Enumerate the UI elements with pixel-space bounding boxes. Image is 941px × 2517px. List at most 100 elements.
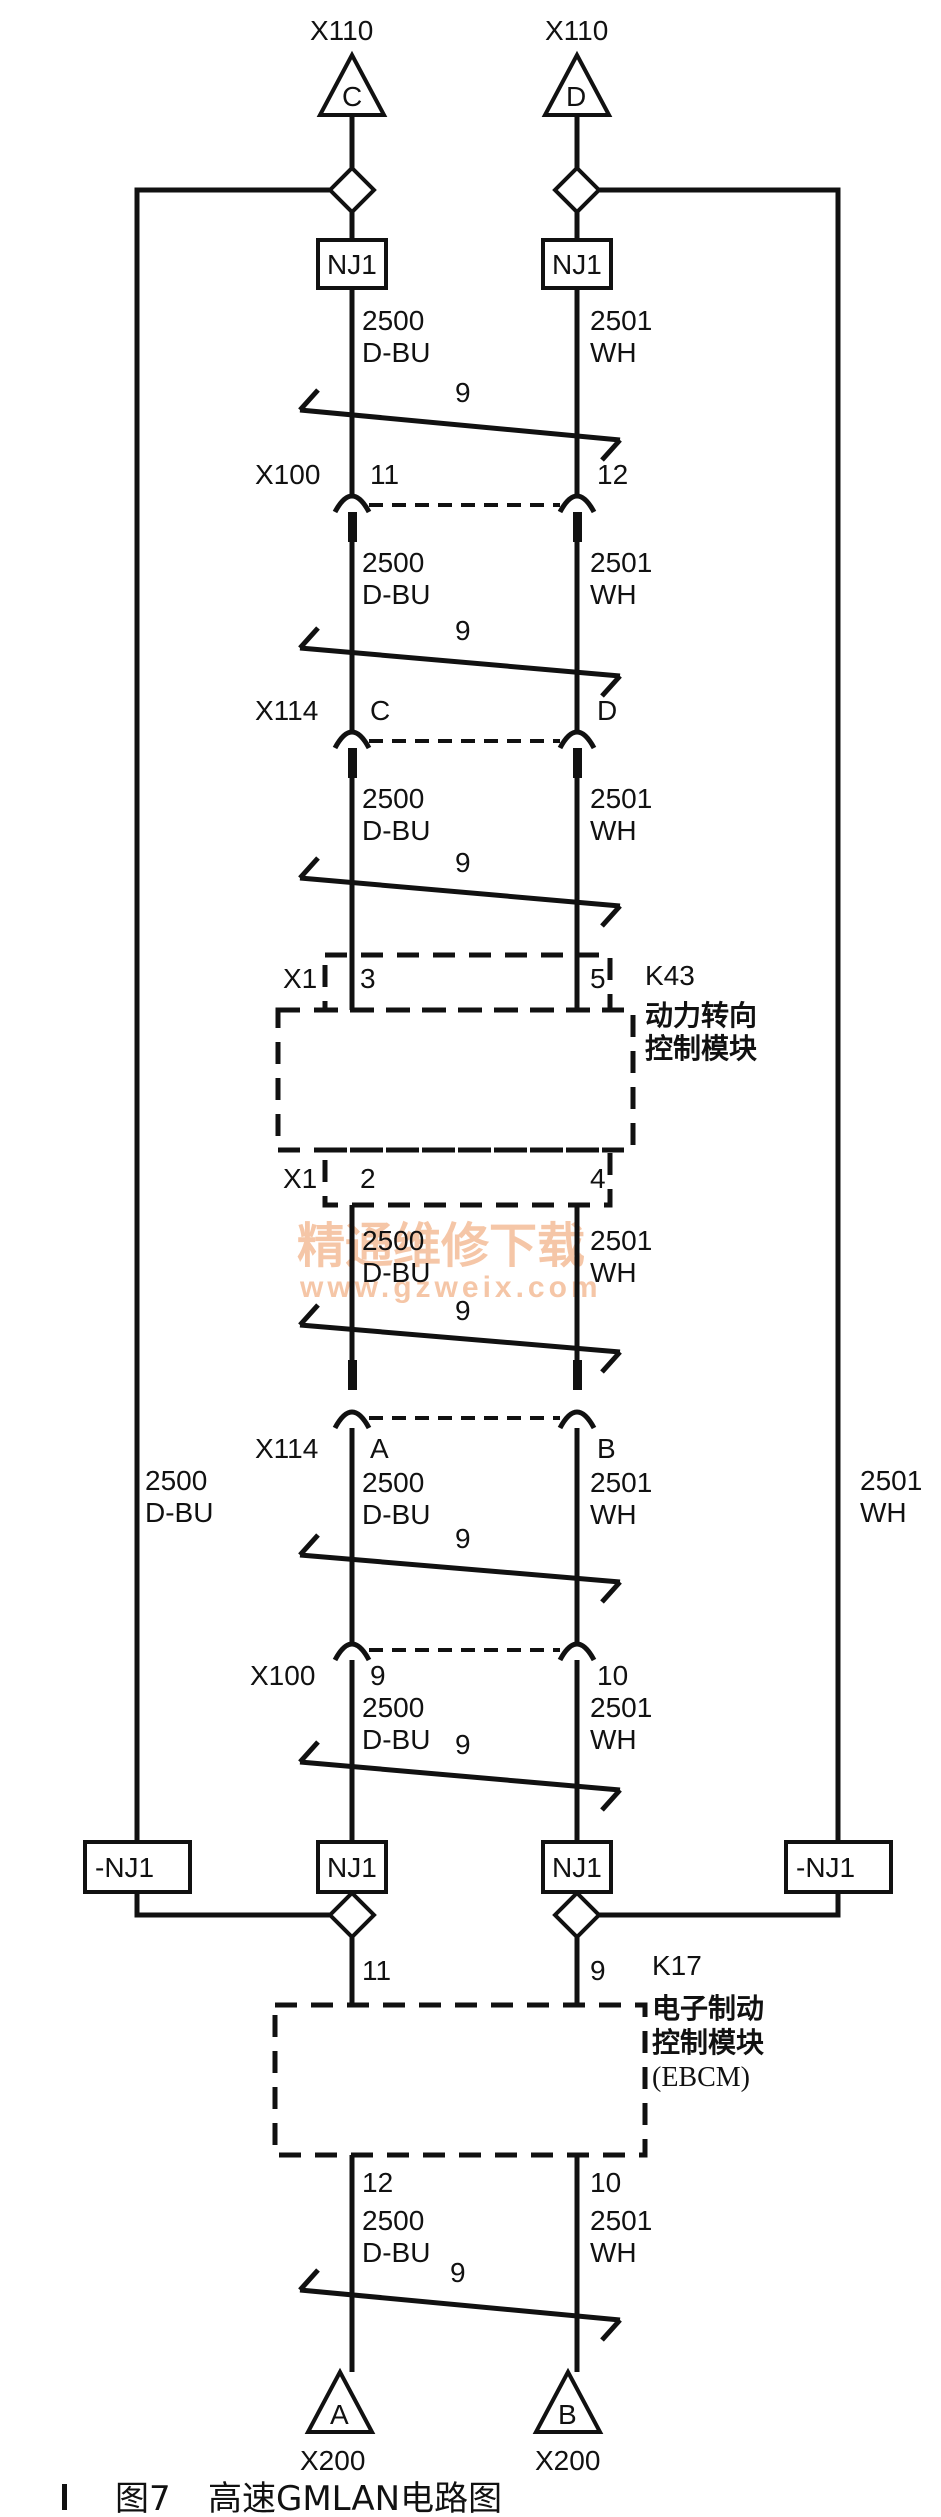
splice-diamond-icon	[552, 165, 602, 215]
twist-label: 9	[455, 1729, 471, 1760]
splice-label: NJ1	[552, 249, 602, 280]
inline-connector-name: X100	[250, 1660, 315, 1691]
connector-arc-icon	[557, 1409, 597, 1430]
connector-arc-icon	[557, 729, 597, 750]
module-name: 控制模块	[645, 1032, 757, 1065]
wire-right-outer	[598, 187, 841, 1842]
module-id: K17	[652, 1950, 702, 1981]
connector-triangle-icon	[532, 2367, 604, 2434]
pin-terminal	[573, 748, 582, 778]
splice-label: NJ1	[552, 1852, 602, 1883]
watermark-text: 精通维修下载	[297, 1218, 585, 1274]
watermark: 精通维修下载 www.gzweix.com	[297, 1218, 602, 1304]
splice-box-bottom-right	[541, 1840, 613, 1894]
wire-left-color: D-BU	[362, 1257, 430, 1288]
module-name: 控制模块	[652, 2026, 764, 2059]
wire-left-circuit: 2500	[362, 1467, 424, 1498]
wire-right-color: WH	[590, 1724, 637, 1755]
connector-arc-icon	[332, 1641, 372, 1662]
wire-right-circuit: 2501	[590, 1467, 652, 1498]
pin-terminal	[573, 512, 582, 542]
module-k43: X1 3 5 K43 动力转向 控制模块 X1 2 4	[275, 952, 757, 1208]
twisted-pair-symbol	[298, 388, 622, 462]
wire-right-circuit: 2501	[590, 1692, 652, 1723]
inline-connector-pin: A	[370, 1433, 389, 1464]
module-pin: 3	[360, 963, 376, 994]
twisted-pair-symbol	[298, 2268, 622, 2342]
top-connector-left-name: X110	[310, 15, 373, 46]
wire-right-outer-bottom	[598, 1892, 841, 1918]
splice-diamond-icon	[552, 1890, 602, 1940]
connector-arc-icon	[332, 493, 372, 514]
bottom-connector-right: B X200	[532, 2367, 604, 2476]
wire-right-circuit: 2501	[590, 2205, 652, 2236]
inline-connector-name: X114	[255, 1433, 318, 1464]
inline-connector-pin: 11	[370, 459, 399, 490]
module-pin: 4	[590, 1163, 606, 1194]
top-connector-left: X110 C	[310, 15, 388, 117]
wire-right-color: WH	[590, 1257, 637, 1288]
bottom-connector-left-name: X200	[300, 2445, 365, 2476]
wire-left-color: D-BU	[362, 2237, 430, 2268]
wire-left-outer-circuit: 2500	[145, 1465, 207, 1496]
wire-left-color: D-BU	[362, 1499, 430, 1530]
module-k17: 11 9 K17 电子制动 控制模块 (EBCM) 12 10	[272, 1950, 764, 2198]
module-body	[275, 1007, 636, 1153]
module-id: K43	[645, 960, 695, 991]
wire-left-circuit: 2500	[362, 2205, 424, 2236]
watermark-url: www.gzweix.com	[299, 1271, 602, 1304]
inline-connector-pin: B	[597, 1433, 616, 1464]
wire-right-color: WH	[590, 579, 637, 610]
splice-box-outer-right	[784, 1840, 893, 1894]
wire-left-color: D-BU	[362, 337, 430, 368]
module-pin: 2	[360, 1163, 376, 1194]
module-pin: 11	[362, 1955, 391, 1986]
connector-arc-icon	[557, 493, 597, 514]
wire-right-outer-circuit: 2501	[860, 1465, 922, 1496]
wire-right-circuit: 2501	[590, 783, 652, 814]
wire-left-color: D-BU	[362, 579, 430, 610]
module-pin: 12	[362, 2167, 393, 2198]
inline-connector-pin: C	[370, 695, 390, 726]
splice-box-outer-left	[83, 1840, 192, 1894]
pin-terminal	[348, 1360, 357, 1390]
wire-right-color: WH	[590, 815, 637, 846]
splice-label: NJ1	[327, 1852, 377, 1883]
twisted-pair-symbol	[298, 1740, 622, 1812]
module-pin: 9	[590, 1955, 606, 1986]
bottom-connector-right-pin: B	[558, 2399, 577, 2430]
splice-label: -NJ1	[796, 1852, 855, 1883]
inline-connector-pin: 9	[370, 1660, 386, 1691]
module-body	[272, 2002, 648, 2158]
wire-right-color: WH	[590, 2237, 637, 2268]
pin-terminal	[573, 1360, 582, 1390]
wire-left-circuit: 2500	[362, 783, 424, 814]
wire-left-color: D-BU	[362, 815, 430, 846]
module-pin: 10	[590, 2167, 621, 2198]
wire-left-circuit: 2500	[362, 1225, 424, 1256]
wire-left-circuit: 2500	[362, 305, 424, 336]
twist-label: 9	[455, 1523, 471, 1554]
wire-left-circuit: 2500	[362, 1692, 424, 1723]
caption-bar	[62, 2484, 67, 2510]
wire-left-outer	[134, 187, 330, 1842]
splice-diamond-icon	[327, 165, 377, 215]
top-connector-right-name: X110	[545, 15, 608, 46]
bottom-connector-left: A X200	[300, 2367, 376, 2476]
twist-label: 9	[455, 615, 471, 646]
wire-right-circuit: 2501	[590, 305, 652, 336]
inline-connector-name: X100	[255, 459, 320, 490]
caption-title: 高速GMLAN电路图	[208, 2479, 502, 2517]
bottom-connector-left-pin: A	[330, 2399, 349, 2430]
wire-left-outer-color: D-BU	[145, 1497, 213, 1528]
wire-right-circuit: 2501	[590, 1225, 652, 1256]
inline-connector-pin: 10	[597, 1660, 628, 1691]
twisted-pair-symbol	[298, 1303, 622, 1374]
connector-arc-icon	[332, 1409, 372, 1430]
module-name: 动力转向	[645, 999, 757, 1032]
wire-left-outer-bottom	[134, 1892, 330, 1918]
wire-right-color: WH	[590, 337, 637, 368]
wire-right-outer-color: WH	[860, 1497, 907, 1528]
pin-terminal	[348, 512, 357, 542]
connector-arc-icon	[557, 1641, 597, 1662]
